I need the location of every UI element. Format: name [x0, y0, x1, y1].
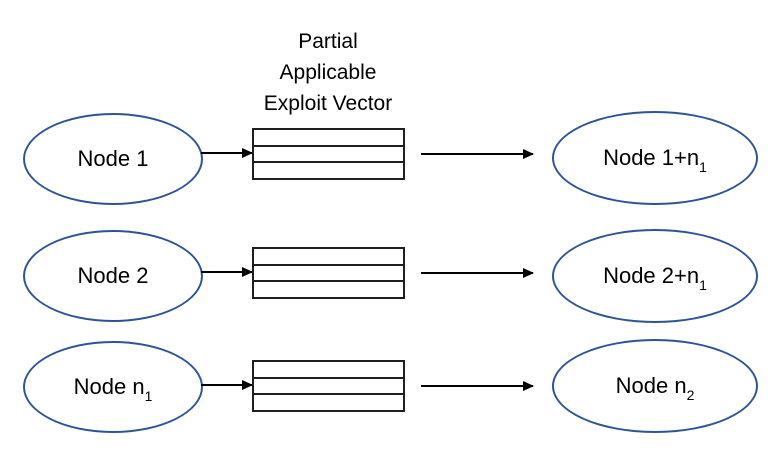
node-label-main: Node n — [615, 373, 687, 398]
node-label: Node 2+n1 — [603, 263, 707, 292]
exploit-vector-box-3 — [252, 360, 405, 412]
target-node-2: Node 2+n1 — [552, 229, 758, 323]
node-label-subscript: 2 — [686, 387, 695, 404]
vector-segment — [254, 249, 403, 264]
node-label-subscript: 1 — [699, 277, 707, 294]
arrow-source-to-vector — [201, 384, 252, 386]
vector-segment — [254, 144, 403, 162]
vector-segment — [254, 393, 403, 411]
exploit-vector-title: Partial Applicable Exploit Vector — [208, 26, 448, 119]
target-node-3: Node n2 — [552, 339, 758, 433]
title-line: Partial — [298, 30, 358, 53]
arrow-vector-to-target — [421, 153, 533, 155]
target-node-1: Node 1+n1 — [552, 111, 758, 205]
vector-segment — [254, 362, 403, 377]
vector-segment — [254, 161, 403, 179]
title-line: Exploit Vector — [263, 92, 393, 115]
vector-segment — [254, 130, 403, 145]
node-label-main: Node n — [73, 374, 145, 399]
node-label: Node 1 — [78, 146, 149, 172]
arrow-source-to-vector — [201, 152, 252, 154]
node-label-main: Node 1+n — [603, 145, 700, 170]
node-label-subscript: 1 — [699, 159, 707, 176]
arrow-vector-to-target — [421, 272, 533, 274]
arrow-vector-to-target — [421, 385, 533, 387]
exploit-vector-box-1 — [252, 128, 405, 180]
vector-segment — [254, 263, 403, 281]
source-node-3: Node n1 — [23, 341, 203, 433]
node-label-main: Node 2 — [77, 263, 149, 288]
node-label: Node n2 — [615, 373, 695, 402]
arrow-source-to-vector — [201, 271, 252, 273]
source-node-1: Node 1 — [23, 113, 203, 205]
vector-segment — [254, 376, 403, 394]
vector-segment — [254, 280, 403, 298]
source-node-2: Node 2 — [23, 230, 203, 322]
node-label: Node 2 — [78, 263, 149, 289]
title-line: Applicable — [279, 61, 377, 84]
node-label: Node 1+n1 — [603, 145, 707, 174]
node-label-subscript: 1 — [144, 388, 153, 405]
node-label-main: Node 2+n — [603, 263, 700, 288]
node-label: Node n1 — [73, 374, 153, 403]
exploit-vector-box-2 — [252, 247, 405, 299]
node-label-main: Node 1 — [77, 146, 149, 171]
